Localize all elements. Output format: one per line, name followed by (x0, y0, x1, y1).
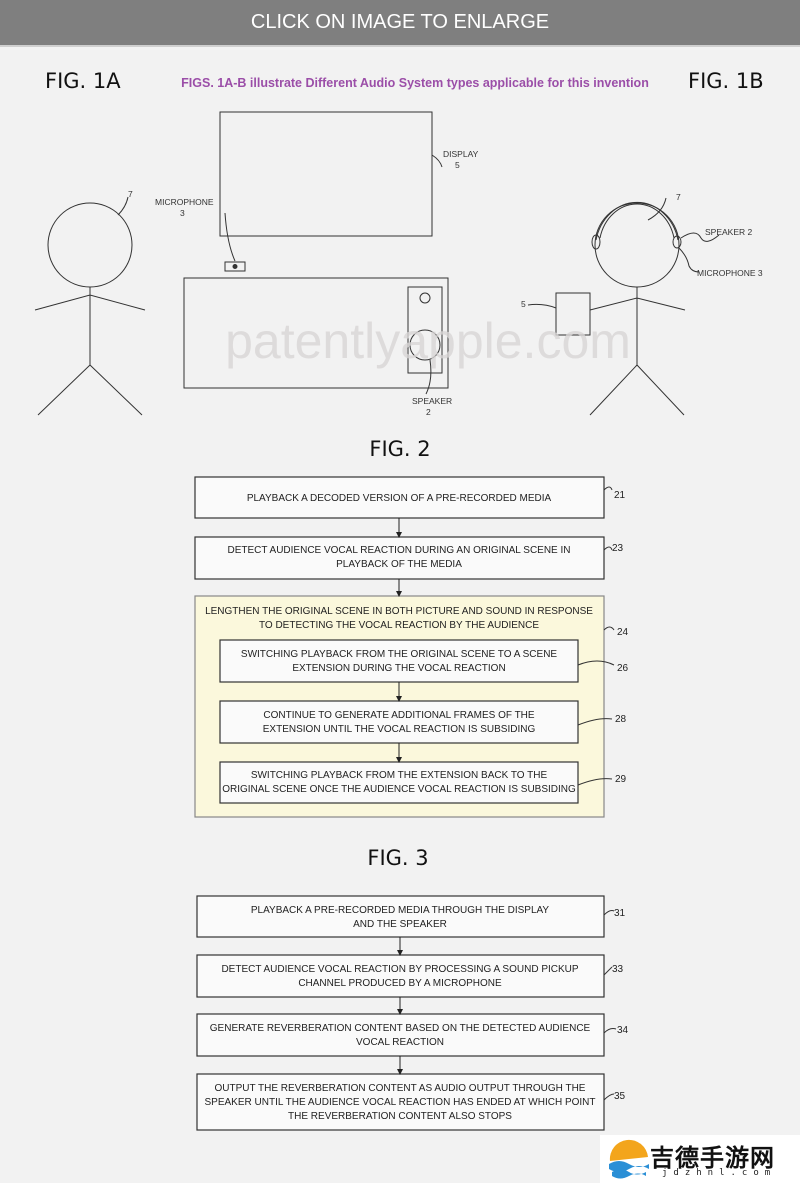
person-left-head (47, 202, 133, 288)
display-rect (219, 111, 433, 237)
logo-domain: jdzhnl.com (662, 1168, 777, 1178)
fig2-step-26-line1: SWITCHING PLAYBACK FROM THE ORIGINAL SCE… (241, 649, 558, 660)
fig2-ref-21: 21 (614, 490, 626, 501)
logo-text: 吉德手游网 (650, 1144, 775, 1172)
fig2-ref-28: 28 (615, 714, 627, 725)
fig3-step-35-line3: THE REVERBERATION CONTENT ALSO STOPS (288, 1111, 512, 1122)
header-divider (0, 45, 800, 47)
speaker-ref: 2 (426, 407, 431, 417)
speaker-label: SPEAKER (412, 396, 452, 406)
figure-caption: FIGS. 1A-B illustrate Different Audio Sy… (181, 76, 649, 90)
fig2-ref-29: 29 (615, 774, 627, 785)
fig3-step-31-line2: AND THE SPEAKER (353, 919, 447, 930)
fig2-step-21 (194, 476, 605, 519)
fig3-step-35 (196, 1073, 605, 1131)
fig2-step-28 (219, 700, 579, 744)
fig2-title: FIG. 2 (369, 437, 430, 461)
fig2-group-line2: TO DETECTING THE VOCAL REACTION BY THE A… (259, 620, 539, 631)
speaker-driver-panel (407, 286, 443, 374)
fig2-step-28-line2: EXTENSION UNTIL THE VOCAL REACTION IS SU… (263, 724, 536, 735)
fig2-ref-26: 26 (617, 663, 629, 674)
fig2-step-29 (219, 761, 579, 804)
device-ref: 5 (521, 299, 526, 309)
fig3-step-33 (196, 954, 605, 998)
fig3-ref-35: 35 (614, 1091, 626, 1102)
fig2-group-line1: LENGTHEN THE ORIGINAL SCENE IN BOTH PICT… (205, 606, 593, 617)
fig2-step-23-line2: PLAYBACK OF THE MEDIA (336, 559, 462, 570)
fig3-step-33-line1: DETECT AUDIENCE VOCAL REACTION BY PROCES… (221, 964, 578, 975)
right-microphone-label: MICROPHONE 3 (697, 268, 763, 278)
watermark: patentlyapple.com (225, 313, 631, 369)
microphone-ref: 3 (180, 208, 185, 218)
fig3-title: FIG. 3 (367, 846, 428, 870)
fig3-step-31 (196, 895, 605, 938)
fig1b-title: FIG. 1B (688, 69, 764, 93)
fig3-step-34-line1: GENERATE REVERBERATION CONTENT BASED ON … (210, 1023, 591, 1034)
fig1b-diagram (527, 197, 720, 416)
display-ref: 5 (455, 160, 460, 170)
fig2-step-23 (194, 536, 605, 580)
speaker-body (183, 277, 449, 389)
fig3-step-33-line2: CHANNEL PRODUCED BY A MICROPHONE (298, 978, 502, 989)
handheld-device-rect (555, 292, 591, 336)
fig1a-title: FIG. 1A (45, 69, 121, 93)
site-logo[interactable]: 吉德手游网 jdzhnl.com (600, 1135, 800, 1183)
fig3-step-35-line1: OUTPUT THE REVERBERATION CONTENT AS AUDI… (215, 1083, 586, 1094)
fig2-step-29-line1: SWITCHING PLAYBACK FROM THE EXTENSION BA… (251, 770, 548, 781)
microphone-label: MICROPHONE (155, 197, 214, 207)
right-speaker-label: SPEAKER 2 (705, 227, 753, 237)
fig2-ref-24: 24 (617, 627, 629, 638)
microphone-rect (224, 261, 246, 272)
fig2-step-21-text: PLAYBACK A DECODED VERSION OF A PRE-RECO… (247, 493, 552, 504)
fig1a-diagram (34, 111, 449, 416)
logo-sun-wave-icon (609, 1139, 649, 1179)
display-label: DISPLAY (443, 149, 479, 159)
fig3-ref-31: 31 (614, 908, 626, 919)
fig3-step-35-line2: SPEAKER UNTIL THE AUDIENCE VOCAL REACTIO… (205, 1097, 596, 1108)
fig3-step-34 (196, 1013, 605, 1057)
person-ref: 7 (128, 189, 133, 199)
fig2-step-29-line2: ORIGINAL SCENE ONCE THE AUDIENCE VOCAL R… (222, 784, 576, 795)
fig2-step-26 (219, 639, 579, 683)
fig3-step-31-line1: PLAYBACK A PRE-RECORDED MEDIA THROUGH TH… (251, 905, 550, 916)
right-person-ref: 7 (676, 192, 681, 202)
fig2-step-28-line1: CONTINUE TO GENERATE ADDITIONAL FRAMES O… (263, 710, 534, 721)
enlarge-image-banner[interactable]: CLICK ON IMAGE TO ENLARGE (0, 0, 800, 45)
fig2-step-23-line1: DETECT AUDIENCE VOCAL REACTION DURING AN… (227, 545, 570, 556)
fig2-step-26-line2: EXTENSION DURING THE VOCAL REACTION (292, 663, 505, 674)
fig3-ref-34: 34 (617, 1025, 629, 1036)
fig2-ref-23: 23 (612, 543, 624, 554)
fig3-ref-33: 33 (612, 964, 624, 975)
fig3-step-34-line2: VOCAL REACTION (356, 1037, 444, 1048)
